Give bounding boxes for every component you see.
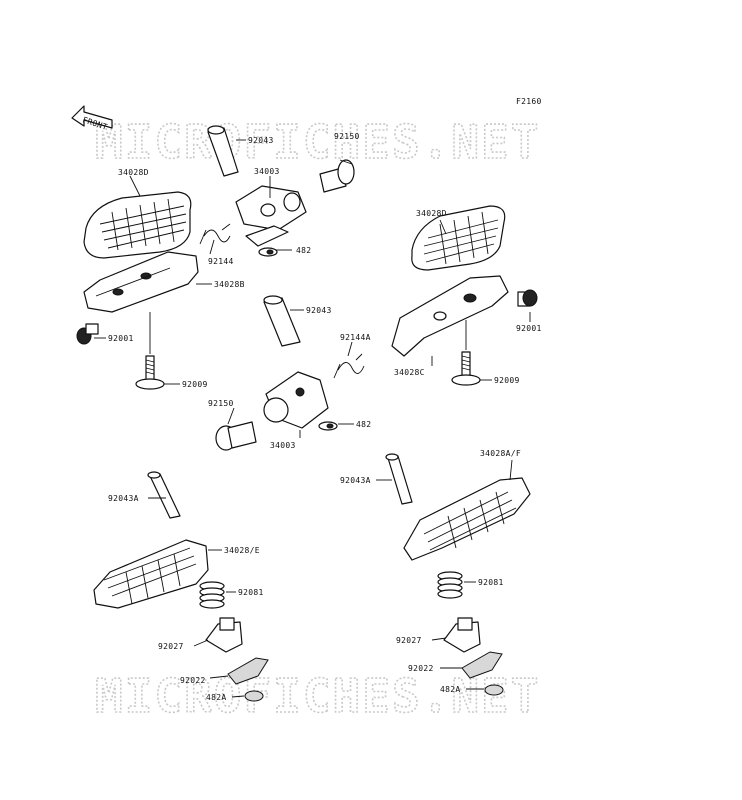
watermark-bottom: MICROFICHES.NET (95, 669, 540, 723)
watermark-top: MICROFICHES.NET (95, 115, 540, 169)
label-34028D-right: 34028D (416, 209, 447, 218)
label-92150-bottom: 92150 (208, 399, 234, 408)
pin-92043-mid (263, 295, 301, 347)
footpeg-34028E (93, 539, 209, 609)
plate-92022-left (227, 657, 269, 685)
label-92001-right: 92001 (516, 324, 542, 333)
spring-92144A (333, 353, 365, 379)
label-92022-left: 92022 (180, 676, 206, 685)
footpeg-34028AF (403, 477, 531, 561)
holder-34003-bottom (263, 371, 329, 429)
spring-92144 (199, 223, 231, 245)
plug-92001-left (76, 323, 99, 345)
label-92001-left: 92001 (108, 334, 134, 343)
ball-482A-right (484, 684, 504, 696)
plug-92001-right (517, 289, 538, 307)
label-34028C: 34028C (394, 368, 425, 377)
label-92144A: 92144A (340, 333, 371, 342)
label-482A-left: 482A (206, 693, 226, 702)
label-34028B: 34028B (214, 280, 245, 289)
label-34003-bottom: 34003 (270, 441, 296, 450)
bolt-92009-right (451, 351, 481, 386)
label-92022-right: 92022 (408, 664, 434, 673)
front-arrow-icon: FRONT (71, 105, 113, 132)
ball-482-mid (318, 421, 338, 431)
label-482-mid: 482 (356, 420, 371, 429)
label-92043-mid: 92043 (306, 306, 332, 315)
label-482-top: 482 (296, 246, 311, 255)
leader-lines (94, 139, 531, 698)
label-34003-top: 34003 (254, 167, 280, 176)
footpeg-rubber-upper-left (83, 191, 192, 259)
footpeg-bracket-upper-right (391, 275, 509, 357)
label-92043-top: 92043 (248, 136, 274, 145)
diagram-code: F2160 (516, 97, 542, 106)
footpeg-bracket-upper-left (83, 251, 199, 313)
label-92027-left: 92027 (158, 642, 184, 651)
label-92081-right: 92081 (478, 578, 504, 587)
pin-92043A-right (385, 453, 413, 505)
label-92009-left: 92009 (182, 380, 208, 389)
ball-482-top (258, 247, 278, 257)
label-92144: 92144 (208, 257, 234, 266)
label-92150-top: 92150 (334, 132, 360, 141)
label-482A-right: 482A (440, 685, 460, 694)
label-34028D-left: 34028D (118, 168, 149, 177)
label-92043A-right: 92043A (340, 476, 371, 485)
pivot-pin-92150-bottom (215, 421, 257, 451)
label-92009-right: 92009 (494, 376, 520, 385)
pin-92043-top (207, 125, 239, 177)
spring-92081-left (199, 581, 225, 609)
label-92043A-left: 92043A (108, 494, 139, 503)
label-92081-left: 92081 (238, 588, 264, 597)
pivot-pin-92150-top (319, 159, 355, 193)
label-34028AF: 34028A/F (480, 449, 521, 458)
label-34028E: 34028/E (224, 546, 260, 555)
pin-92043A-left (147, 471, 181, 519)
plate-92022-right (461, 651, 503, 679)
holder-34003-top (235, 185, 307, 247)
label-92027-right: 92027 (396, 636, 422, 645)
stopper-92027-right (443, 617, 481, 653)
footpeg-rubber-upper-right (411, 205, 506, 271)
bolt-92009-left (135, 355, 165, 390)
ball-482A-left (244, 690, 264, 702)
spring-92081-right (437, 571, 463, 599)
stopper-92027-left (205, 617, 243, 653)
